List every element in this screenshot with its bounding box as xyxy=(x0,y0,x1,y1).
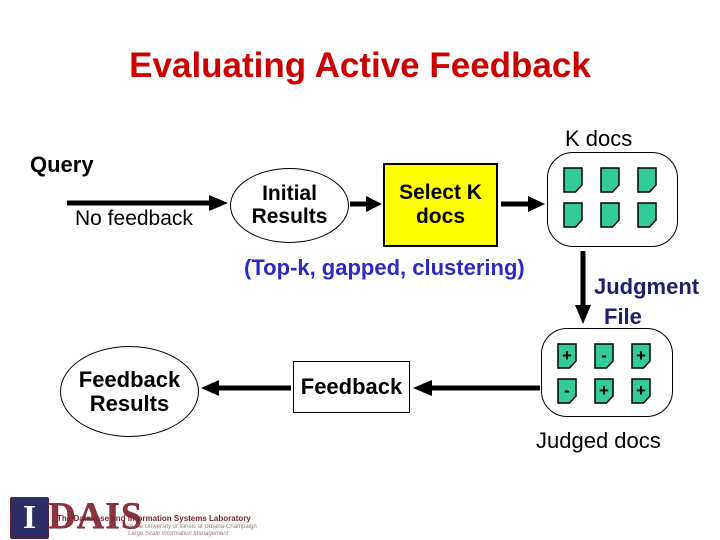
judged-document-icon: + xyxy=(631,378,651,404)
k-docs-label: K docs xyxy=(565,126,633,151)
judgment-sign: + xyxy=(599,381,609,400)
k-docs-container xyxy=(547,152,678,247)
judged-docs-label: Judged docs xyxy=(536,428,661,453)
lab-subline2-text: Large Scale Information Management xyxy=(128,531,229,537)
arrow-kdocs-to-judged xyxy=(575,251,591,324)
document-icon xyxy=(637,167,657,193)
document-icon xyxy=(563,202,583,228)
lab-subline1-text: of the University of Illinois at Urbana-… xyxy=(128,524,257,530)
initial-results-node: Initial Results xyxy=(230,168,349,243)
select-k-docs-node: Select K docs xyxy=(383,163,498,247)
judgment-file-line1: Judgment xyxy=(594,274,700,299)
document-icon xyxy=(600,202,620,228)
judged-document-icon: - xyxy=(557,378,577,404)
judged-document-icon: - xyxy=(594,343,614,369)
document-icon xyxy=(637,202,657,228)
judgment-file-label: Judgment File xyxy=(594,272,699,331)
feedback-results-node: Feedback Results xyxy=(60,346,199,437)
no-feedback-label: No feedback xyxy=(75,207,193,230)
initial-results-line2: Results xyxy=(251,204,328,228)
arrow-select-to-kdocs xyxy=(501,196,545,212)
judgment-sign: - xyxy=(564,381,570,400)
slide-title: Evaluating Active Feedback xyxy=(129,46,591,85)
feedback-results-line1: Feedback xyxy=(78,366,181,392)
arrow-initial-to-select xyxy=(350,196,382,212)
dais-wordmark: DAIS xyxy=(48,495,143,537)
judgment-sign: + xyxy=(636,346,646,365)
dais-logo: I DAIS The Database and Information Syst… xyxy=(8,494,257,539)
select-k-docs-line2: docs xyxy=(415,205,465,228)
feedback-node: Feedback xyxy=(293,361,410,413)
judged-document-icon: + xyxy=(594,378,614,404)
query-label: Query xyxy=(30,152,94,177)
judged-document-icon: + xyxy=(631,343,651,369)
judged-docs-container: + - + - + + xyxy=(541,328,673,417)
topk-caption: (Top-k, gapped, clustering) xyxy=(244,255,525,280)
judged-document-icon: + xyxy=(557,343,577,369)
judgment-sign: - xyxy=(601,346,607,365)
select-k-docs-line1: Select K xyxy=(399,180,482,204)
judgment-file-line2: File xyxy=(604,303,642,329)
arrow-judged-to-feedback xyxy=(413,380,540,396)
feedback-node-label: Feedback xyxy=(300,374,403,399)
document-icon xyxy=(563,167,583,193)
document-icon xyxy=(600,167,620,193)
initial-results-line1: Initial xyxy=(262,181,317,205)
illinois-i-logo: I xyxy=(10,497,49,539)
feedback-results-line2: Results xyxy=(89,390,170,416)
arrow-feedback-to-results xyxy=(201,380,291,396)
judgment-sign: + xyxy=(636,381,646,400)
judgment-sign: + xyxy=(562,346,572,365)
illinois-i-glyph: I xyxy=(22,499,37,536)
lab-name-text: The Database and Information Systems Lab… xyxy=(57,514,251,523)
